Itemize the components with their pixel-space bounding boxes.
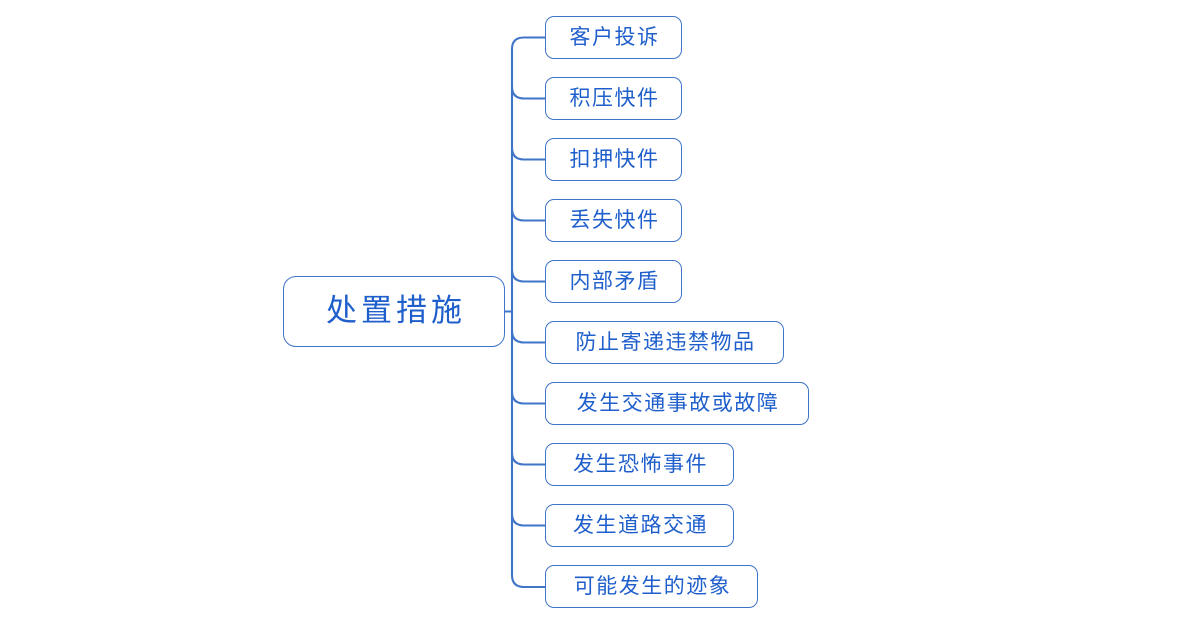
node-label: 积压快件 — [569, 86, 660, 110]
node-label: 发生道路交通 — [573, 513, 708, 537]
node-fasheng-kongbu-shijian[interactable]: 发生恐怖事件 — [545, 443, 734, 486]
node-label: 发生交通事故或故障 — [576, 391, 780, 415]
root-node-label: 处置措施 — [326, 293, 466, 329]
node-label: 发生恐怖事件 — [573, 452, 708, 476]
connector-branch-8 — [510, 512, 547, 527]
connector-branch-6 — [510, 390, 547, 405]
connector-branch-7 — [510, 451, 547, 466]
node-label: 客户投诉 — [569, 25, 660, 49]
node-label: 扣押快件 — [569, 147, 660, 171]
node-fasheng-jiaotong-shigu-huo-guzhang[interactable]: 发生交通事故或故障 — [545, 382, 809, 425]
node-fasheng-daolu-jiaotong[interactable]: 发生道路交通 — [545, 504, 734, 547]
connector-branch-5 — [510, 329, 547, 344]
node-jiya-kuaijian[interactable]: 积压快件 — [545, 77, 682, 120]
node-label: 内部矛盾 — [569, 269, 660, 293]
node-label: 丢失快件 — [569, 208, 660, 232]
node-label: 可能发生的迹象 — [573, 574, 732, 598]
root-node[interactable]: 处置措施 — [283, 276, 505, 347]
connector-branch-2 — [510, 146, 547, 161]
node-neibu-maodun[interactable]: 内部矛盾 — [545, 260, 682, 303]
connector-branch-4 — [510, 268, 547, 283]
node-fangzhi-jidi-weijin-wupin[interactable]: 防止寄递违禁物品 — [545, 321, 784, 364]
connector-branch-3 — [510, 207, 547, 222]
node-keneng-fasheng-de-jixiang[interactable]: 可能发生的迹象 — [545, 565, 758, 608]
connector-trunk — [510, 36, 526, 589]
connector-branch-1 — [510, 85, 547, 100]
node-diushi-kuaijian[interactable]: 丢失快件 — [545, 199, 682, 242]
node-label: 防止寄递违禁物品 — [575, 330, 756, 354]
node-kouya-kuaijian[interactable]: 扣押快件 — [545, 138, 682, 181]
node-kehu-tousu[interactable]: 客户投诉 — [545, 16, 682, 59]
